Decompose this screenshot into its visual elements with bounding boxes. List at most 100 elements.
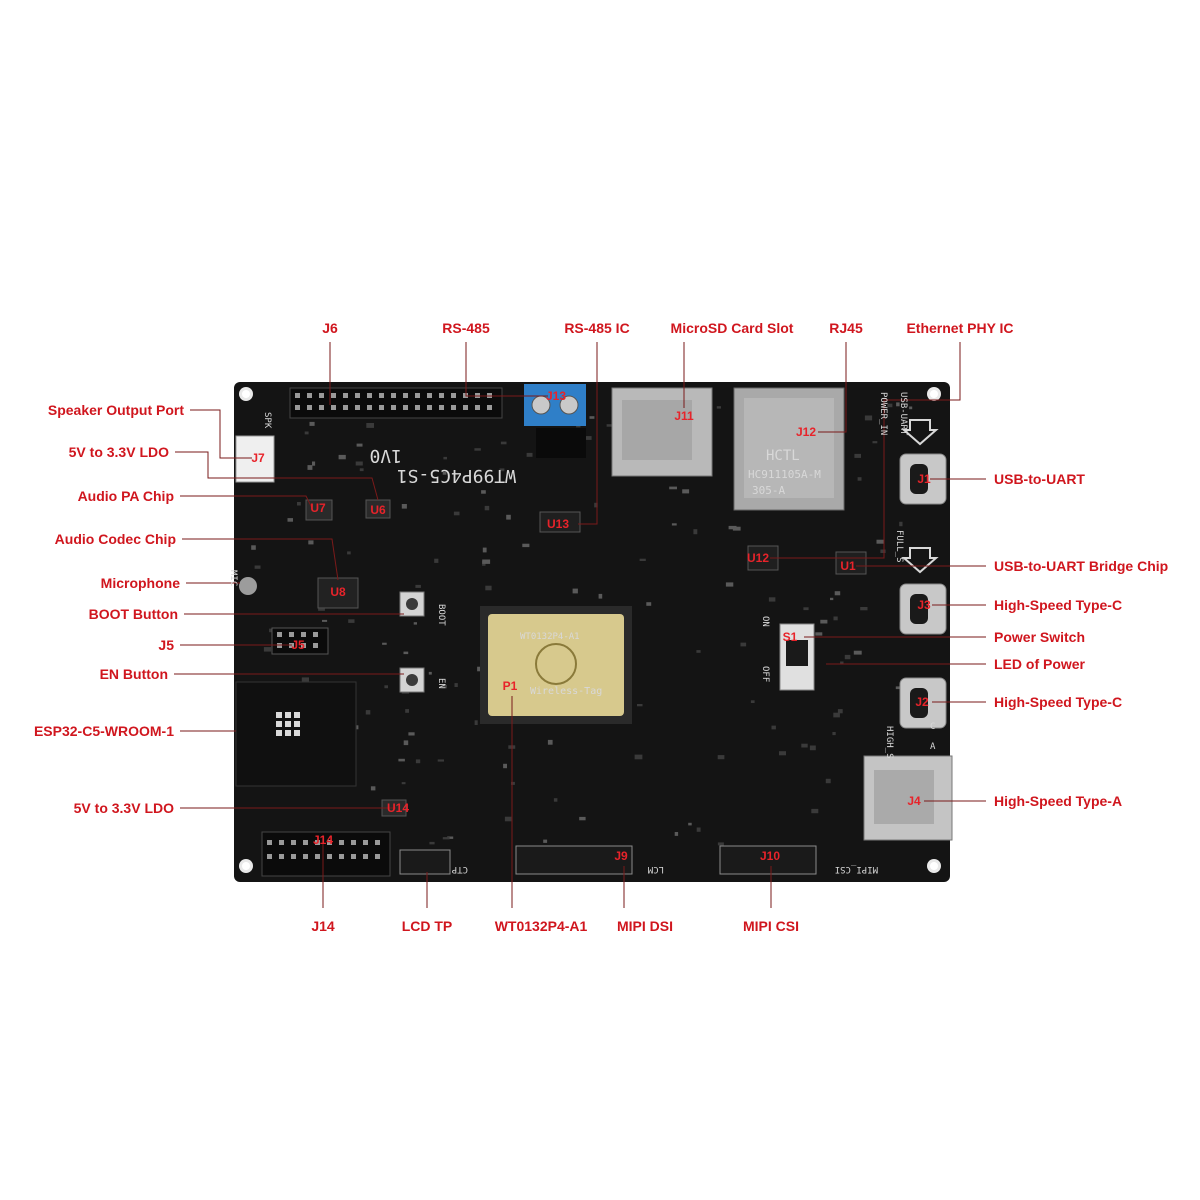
header-pin <box>267 840 272 845</box>
module-pad <box>285 721 291 727</box>
leader-line-left-3 <box>182 538 339 581</box>
smd-part <box>740 642 747 647</box>
smd-part <box>355 461 363 466</box>
smd-part <box>834 591 841 596</box>
header-pin <box>327 840 332 845</box>
smd-part <box>830 597 834 601</box>
smd-part <box>825 778 831 784</box>
leader-line-top-2 <box>578 342 598 525</box>
mounting-hole-inner-2 <box>242 862 250 870</box>
smd-part <box>437 759 444 762</box>
header-pin <box>313 632 318 637</box>
header-pin <box>439 393 444 398</box>
smd-part <box>428 671 432 675</box>
audio-codec-chip <box>317 577 359 609</box>
power-switch-knob <box>786 640 808 666</box>
smd-part <box>547 739 553 745</box>
header-pin <box>475 405 480 410</box>
smd-part <box>482 559 491 564</box>
header-pin <box>319 405 324 410</box>
header-pin <box>291 840 296 845</box>
header-pin <box>391 393 396 398</box>
ref-top-3: J11 <box>674 409 694 423</box>
module-pad <box>276 712 282 718</box>
smd-part <box>857 477 862 481</box>
callout-top-1: RS-485 <box>442 320 490 336</box>
terminal-base <box>536 428 586 458</box>
smd-part <box>899 521 903 527</box>
smd-part <box>584 436 592 440</box>
ref-left-6: J5 <box>291 638 305 652</box>
smd-part <box>840 661 844 664</box>
header-pin <box>295 405 300 410</box>
smd-part <box>447 836 454 839</box>
mipi-dsi-connector <box>515 845 633 875</box>
smd-part <box>474 448 481 451</box>
module-pad <box>294 712 300 718</box>
smd-part <box>415 759 421 764</box>
arrow-marking-0 <box>901 419 939 446</box>
smd-part <box>338 454 346 460</box>
smd-part <box>506 514 511 520</box>
smd-part <box>442 471 447 475</box>
smd-part <box>453 511 460 516</box>
ref-left-0: J7 <box>251 451 265 465</box>
module-marking: WT0132P4-A1 <box>520 632 580 642</box>
header-pin <box>315 840 320 845</box>
smd-part <box>454 683 458 687</box>
header-pin <box>367 393 372 398</box>
smd-part <box>263 647 272 652</box>
callout-left-6: J5 <box>158 637 174 653</box>
header-pin <box>295 393 300 398</box>
callout-right-2: High-Speed Type-C <box>994 597 1123 613</box>
callout-bottom-0: J14 <box>311 918 335 934</box>
module-pad <box>294 721 300 727</box>
header-pin <box>313 643 318 648</box>
module-pad <box>285 730 291 736</box>
j14-header <box>261 831 391 877</box>
mounting-hole-inner-3 <box>930 862 938 870</box>
ref-bottom-0: J14 <box>312 833 334 847</box>
smd-part <box>477 666 482 672</box>
leader-line-left-2 <box>180 495 313 509</box>
smd-part <box>728 525 737 530</box>
smd-part <box>415 584 421 588</box>
header-pin <box>343 393 348 398</box>
header-pin <box>339 854 344 859</box>
header-pin <box>277 632 282 637</box>
smd-part <box>696 650 701 653</box>
smd-part <box>441 684 447 689</box>
type-a-inner <box>874 770 934 824</box>
header-pin <box>463 405 468 410</box>
arrow-marking-1 <box>901 547 939 574</box>
smd-part <box>553 798 558 802</box>
smd-part <box>716 406 721 409</box>
ref-left-3: U8 <box>330 585 346 599</box>
callout-right-5: High-Speed Type-C <box>994 694 1123 710</box>
smd-part <box>347 551 351 555</box>
header-pin <box>289 632 294 637</box>
mipi-csi-connector <box>719 845 817 875</box>
smd-part <box>693 529 698 535</box>
smd-part <box>485 585 492 591</box>
smd-part <box>732 526 741 531</box>
callout-bottom-4: MIPI CSI <box>742 918 800 934</box>
smd-part <box>503 763 507 769</box>
mounting-hole-inner-0 <box>242 390 250 398</box>
module-pad <box>276 721 282 727</box>
header-pin <box>403 393 408 398</box>
ref-bottom-2: P1 <box>502 679 518 693</box>
smd-part <box>639 558 646 561</box>
smd-part <box>750 700 755 703</box>
a-silk: A <box>930 742 936 752</box>
header-pin <box>327 854 332 859</box>
smd-part <box>895 686 900 690</box>
callout-left-2: Audio PA Chip <box>77 488 174 504</box>
smd-part <box>864 415 873 421</box>
smd-part <box>896 402 900 407</box>
mounting-hole-inner-1 <box>930 390 938 398</box>
smd-part <box>833 712 840 718</box>
microphone <box>239 577 257 595</box>
smd-part <box>837 709 843 714</box>
